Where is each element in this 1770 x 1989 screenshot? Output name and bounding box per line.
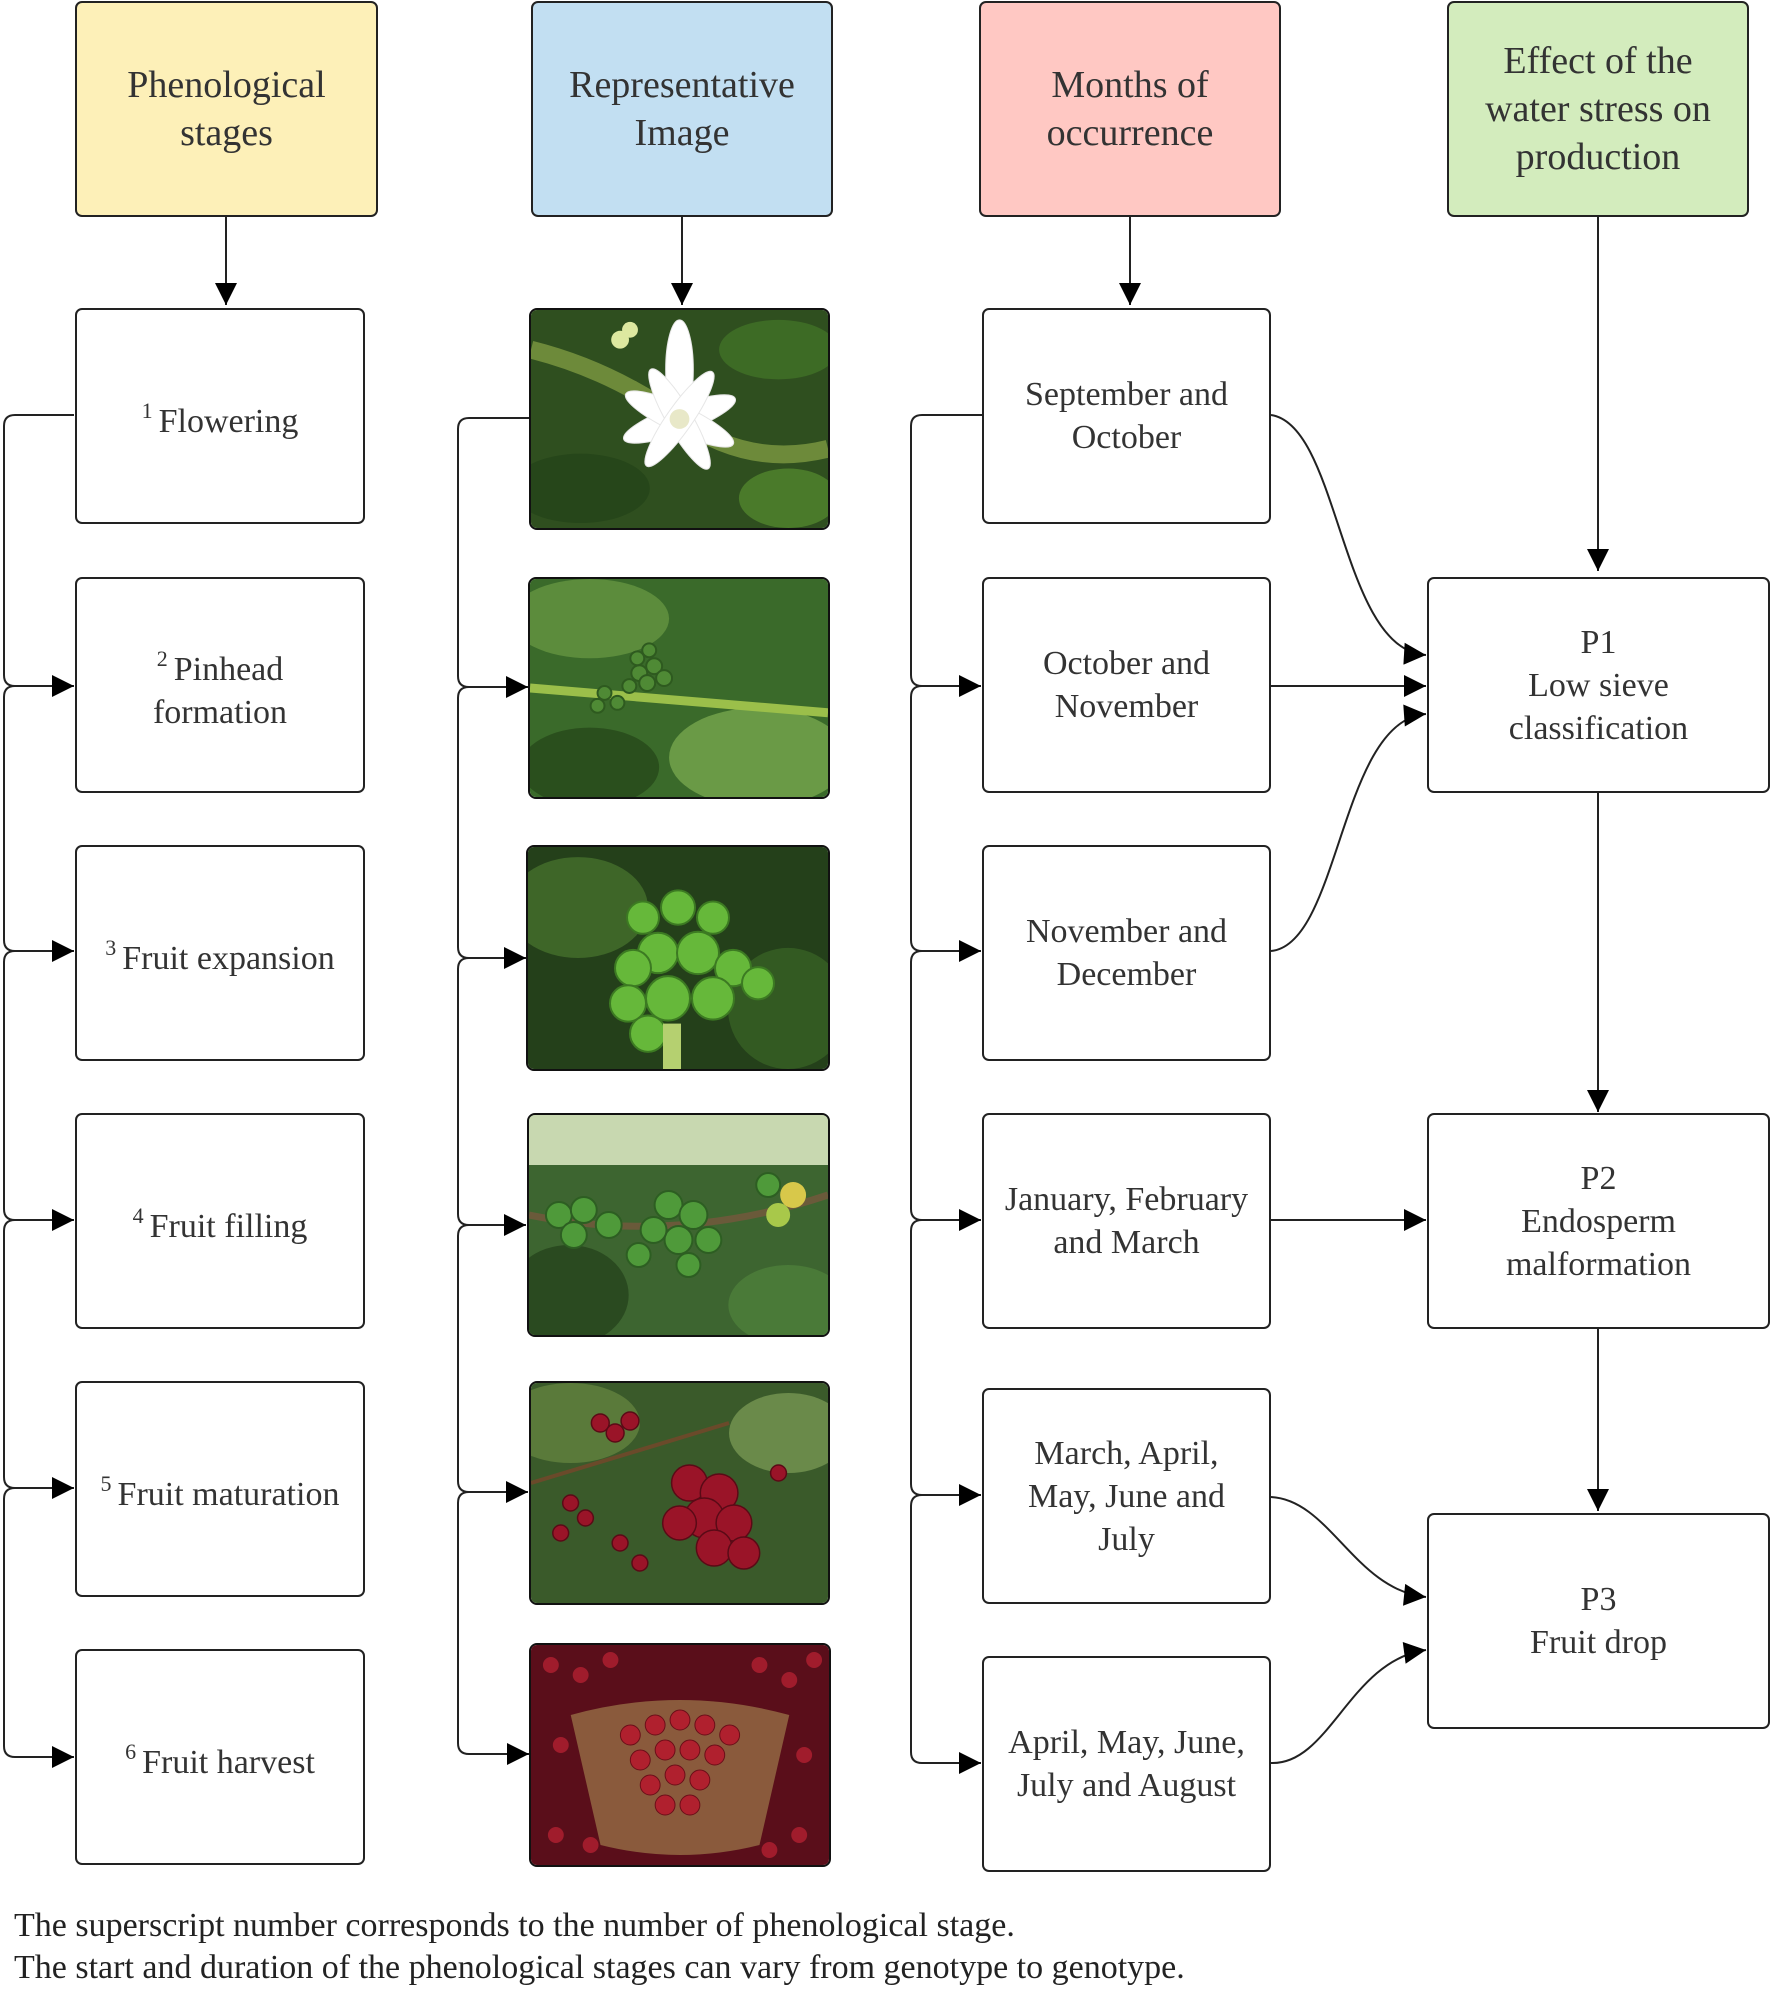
months-label: December <box>1056 956 1197 993</box>
chain-stages-5-6 <box>3 1487 74 1768</box>
stage-label: Flowering <box>158 403 299 440</box>
stage-label: Pinhead <box>173 650 284 688</box>
months-box-apr-aug: April, May, June, July and August <box>982 1656 1271 1872</box>
months-label: and March <box>1053 1224 1200 1261</box>
stage-label: formation <box>152 693 288 731</box>
header-stages-line: stages <box>180 112 273 154</box>
header-stages-line: Phenological <box>127 64 326 106</box>
effect-label: Low sieve <box>1528 666 1669 704</box>
link-sep-oct-to-p1 <box>1270 414 1427 665</box>
effect-label: Fruit drop <box>1530 1624 1667 1661</box>
months-label: November <box>1054 688 1199 725</box>
months-label: July <box>1098 1520 1155 1558</box>
chain-images-1-2 <box>457 417 529 698</box>
stage-label: Fruit maturation <box>117 1476 340 1513</box>
chain-months-4-5 <box>910 1219 981 1506</box>
header-effect-line: production <box>1515 136 1681 178</box>
effect-label: malformation <box>1505 1245 1692 1283</box>
link-mar-jul-to-p3 <box>1270 1496 1427 1606</box>
chain-images-2-3 <box>457 686 526 969</box>
chain-months-2-3 <box>910 685 981 962</box>
months-label: July and August <box>1016 1767 1237 1804</box>
chain-stages-4-5 <box>3 1219 74 1499</box>
header-months-of-occurrence: Months of occurrence <box>979 1 1281 217</box>
chain-stages-3-4 <box>3 950 74 1231</box>
months-label: May, June and <box>1027 1477 1226 1515</box>
stage-number: 2 <box>156 645 168 671</box>
months-label: October <box>1071 419 1182 456</box>
stage-label: Fruit filling <box>149 1208 308 1245</box>
effect-label: Endosperm <box>1521 1202 1676 1240</box>
fruit-maturation-photo <box>529 1381 830 1605</box>
months-box-jan-mar: January, February and March <box>982 1113 1271 1329</box>
flowering-photo <box>529 308 830 530</box>
header-water-stress-effect: Effect of the water stress on production <box>1447 1 1749 217</box>
stage-number: 6 <box>125 1739 137 1764</box>
chain-images-5-6 <box>457 1491 529 1765</box>
months-label: September and <box>1025 376 1228 413</box>
chain-months-5-6 <box>910 1494 981 1774</box>
chain-months-1-2 <box>910 414 982 697</box>
header-image-line: Image <box>634 112 730 154</box>
header-effect-line: Effect of the <box>1503 40 1693 82</box>
fruit-filling-photo <box>527 1113 830 1337</box>
chain-images-3-4 <box>457 957 526 1236</box>
header-months-line: occurrence <box>1046 112 1214 154</box>
header-effect-line: water stress on <box>1485 88 1711 130</box>
chain-months-3-4 <box>910 950 981 1231</box>
link-nov-dec-to-p1 <box>1270 704 1427 952</box>
effect-code: P1 <box>1580 623 1617 661</box>
stage-number: 1 <box>141 398 153 423</box>
link-apr-aug-to-p3 <box>1270 1641 1427 1765</box>
footnote-superscript: The superscript number corresponds to th… <box>14 1907 1015 1944</box>
footnote-genotype: The start and duration of the phenologic… <box>14 1949 1185 1986</box>
fruit-expansion-photo <box>526 845 830 1071</box>
header-phenological-stages: Phenological stages <box>75 1 378 217</box>
effect-code: P2 <box>1580 1159 1617 1197</box>
stage-label: Fruit expansion <box>122 940 335 977</box>
effect-code: P3 <box>1580 1581 1617 1618</box>
months-label: November and <box>1025 913 1228 950</box>
chain-images-4-5 <box>457 1224 528 1503</box>
stage-label: Fruit harvest <box>142 1744 315 1781</box>
months-label: October and <box>1042 645 1211 682</box>
chain-stages-1-2 <box>3 414 74 697</box>
months-label: March, April, <box>1034 1434 1219 1472</box>
months-label: April, May, June, <box>1008 1724 1245 1761</box>
chain-stages-2-3 <box>3 685 74 962</box>
pinhead-photo <box>528 577 830 799</box>
stage-number: 4 <box>132 1203 144 1228</box>
header-months-line: Months of <box>1051 64 1209 106</box>
header-image-line: Representative <box>569 64 795 106</box>
stage-number: 3 <box>105 935 117 960</box>
effect-label: classification <box>1508 709 1689 747</box>
fruit-harvest-photo <box>529 1643 831 1867</box>
stage-number: 5 <box>100 1471 112 1496</box>
months-label: January, February <box>1004 1181 1249 1218</box>
